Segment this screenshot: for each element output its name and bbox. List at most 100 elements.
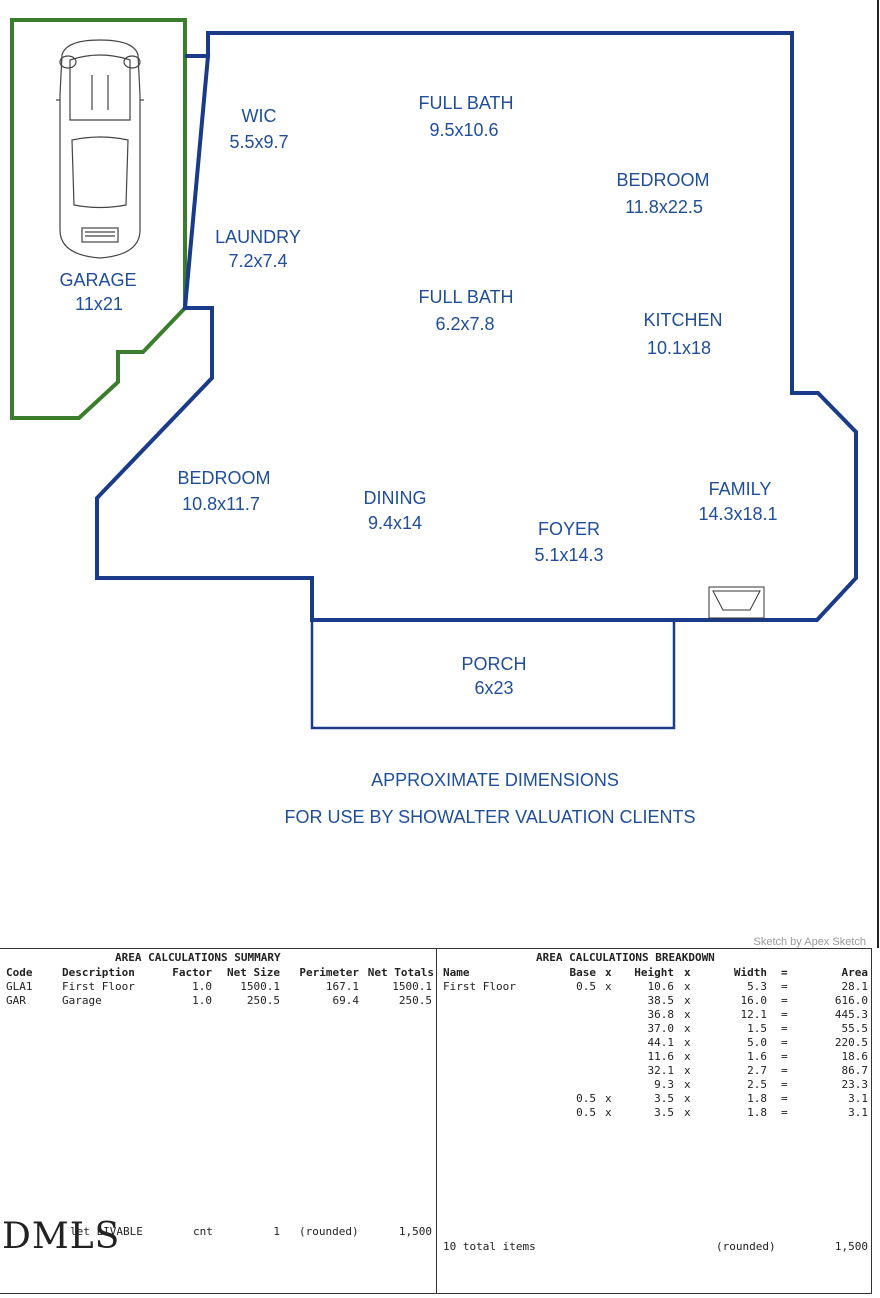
breakdown-row-3-eq: =: [781, 1008, 788, 1021]
breakdown-row-9-base: 0.5: [576, 1092, 596, 1105]
room-name-full-bath-1: FULL BATH: [418, 93, 513, 113]
breakdown-row-9-width: 1.8: [747, 1092, 767, 1105]
room-name-family: FAMILY: [709, 479, 772, 499]
breakdown-col-x1: x: [605, 966, 612, 979]
breakdown-row-6-height-x: x: [684, 1050, 691, 1063]
breakdown-row-6-eq: =: [781, 1050, 788, 1063]
breakdown-row-3-height-x: x: [684, 1008, 691, 1021]
breakdown-row-10-height: 3.5: [654, 1106, 674, 1119]
floor-plan: WIC 5.5x9.7 FULL BATH 9.5x10.6 BEDROOM 1…: [10, 18, 858, 827]
breakdown-title: AREA CALCULATIONS BREAKDOWN: [536, 951, 715, 964]
caption-line-2: FOR USE BY SHOWALTER VALUATION CLIENTS: [284, 807, 695, 827]
breakdown-row-9-area: 3.1: [848, 1092, 868, 1105]
summary-footer-cnt: cnt: [193, 1225, 213, 1238]
breakdown-row-10-area: 3.1: [848, 1106, 868, 1119]
summary-col-factor: Factor: [172, 966, 212, 979]
summary-row-1-net-size: 1500.1: [240, 980, 280, 993]
room-dim-wic: 5.5x9.7: [229, 132, 288, 152]
breakdown-row-3-area: 445.3: [834, 1008, 868, 1021]
summary-row-2-code: GAR: [6, 994, 26, 1007]
summary-row-1-net-totals: 1500.1: [392, 980, 432, 993]
breakdown-row-8-area: 23.3: [841, 1078, 869, 1091]
breakdown-row-5-width: 5.0: [747, 1036, 767, 1049]
breakdown-row-2-height: 38.5: [647, 994, 675, 1007]
table-divider: [436, 949, 437, 1293]
breakdown-row-3-height: 36.8: [647, 1008, 675, 1021]
breakdown-row-4-height: 37.0: [647, 1022, 675, 1035]
summary-footer-label: let LIVABLE: [70, 1225, 143, 1238]
breakdown-row-2-height-x: x: [684, 994, 691, 1007]
room-dim-dining: 9.4x14: [368, 513, 422, 533]
mls-logo: DMLS: [2, 1216, 120, 1257]
breakdown-col-base: Base: [569, 966, 597, 979]
breakdown-row-9-height: 3.5: [654, 1092, 674, 1105]
room-name-dining: DINING: [364, 488, 427, 508]
room-name-laundry: LAUNDRY: [215, 227, 301, 247]
summary-col-net-size: Net Size: [227, 966, 280, 979]
summary-col-code: Code: [6, 966, 33, 979]
breakdown-row-1-area: 28.1: [841, 980, 869, 993]
room-dim-bedroom-1: 11.8x22.5: [625, 197, 703, 217]
breakdown-row-9-eq: =: [781, 1092, 788, 1105]
breakdown-row-4-area: 55.5: [841, 1022, 869, 1035]
breakdown-row-2-width: 16.0: [740, 994, 768, 1007]
summary-col-net-totals: Net Totals: [367, 966, 434, 979]
summary-footer-rounded: (rounded): [299, 1225, 359, 1238]
breakdown-row-10-width: 1.8: [747, 1106, 767, 1119]
summary-row-1-perimeter: 167.1: [325, 980, 359, 993]
breakdown-row-10-base: 0.5: [576, 1106, 596, 1119]
breakdown-row-5-eq: =: [781, 1036, 788, 1049]
breakdown-row-1-eq: =: [781, 980, 788, 993]
summary-row-1-factor: 1.0: [192, 980, 212, 993]
car-icon: [56, 39, 144, 259]
sketch-credit: Sketch by Apex Sketch: [753, 936, 866, 948]
summary-title: AREA CALCULATIONS SUMMARY: [115, 951, 281, 964]
breakdown-row-7-area: 86.7: [841, 1064, 869, 1077]
breakdown-footer-items: 10 total items: [443, 1240, 536, 1253]
breakdown-row-1-base-x: x: [605, 980, 612, 993]
summary-row-1-code: GLA1: [6, 980, 33, 993]
summary-footer-total: 1,500: [398, 1225, 432, 1238]
mls-logo-text: DMLS: [2, 1216, 121, 1257]
breakdown-row-10-eq: =: [781, 1106, 788, 1119]
breakdown-row-9-base-x: x: [605, 1092, 612, 1105]
breakdown-row-8-eq: =: [781, 1078, 788, 1091]
breakdown-row-9-height-x: x: [684, 1092, 691, 1105]
room-dim-garage: 11x21: [75, 294, 123, 314]
room-dim-porch: 6x23: [474, 678, 513, 698]
breakdown-row-4-eq: =: [781, 1022, 788, 1035]
room-name-bedroom-2: BEDROOM: [177, 468, 270, 488]
breakdown-row-1-height: 10.6: [647, 980, 675, 993]
breakdown-row-5-area: 220.5: [834, 1036, 868, 1049]
breakdown-row-5-height-x: x: [684, 1036, 691, 1049]
breakdown-col-name: Name: [443, 966, 470, 979]
summary-row-2-net-totals: 250.5: [398, 994, 432, 1007]
porch-outline: [310, 618, 676, 730]
breakdown-row-7-eq: =: [781, 1064, 788, 1077]
room-name-porch: PORCH: [461, 654, 526, 674]
page-edge-rule: [877, 0, 879, 948]
room-dim-laundry: 7.2x7.4: [228, 251, 287, 271]
summary-col-perimeter: Perimeter: [299, 966, 359, 979]
breakdown-row-1-width: 5.3: [747, 980, 767, 993]
summary-row-2-perimeter: 69.4: [332, 994, 360, 1007]
fireplace-icon: [708, 586, 765, 619]
room-name-garage: GARAGE: [59, 270, 136, 290]
breakdown-row-7-width: 2.7: [747, 1064, 767, 1077]
breakdown-row-1-base: 0.5: [576, 980, 596, 993]
living-area-outline: [95, 31, 858, 622]
breakdown-row-7-height: 32.1: [647, 1064, 675, 1077]
breakdown-row-8-height-x: x: [684, 1078, 691, 1091]
summary-row-2-factor: 1.0: [192, 994, 212, 1007]
breakdown-row-2-area: 616.0: [834, 994, 868, 1007]
caption-line-1: APPROXIMATE DIMENSIONS: [371, 770, 619, 790]
summary-row-2-description: Garage: [62, 994, 102, 1007]
room-name-kitchen: KITCHEN: [643, 310, 722, 330]
summary-col-description: Description: [62, 966, 135, 979]
room-name-foyer: FOYER: [538, 519, 600, 539]
summary-footer-count: 1: [273, 1225, 280, 1238]
breakdown-row-6-width: 1.6: [747, 1050, 767, 1063]
room-name-wic: WIC: [242, 106, 277, 126]
breakdown-row-2-eq: =: [781, 994, 788, 1007]
room-name-full-bath-2: FULL BATH: [418, 287, 513, 307]
